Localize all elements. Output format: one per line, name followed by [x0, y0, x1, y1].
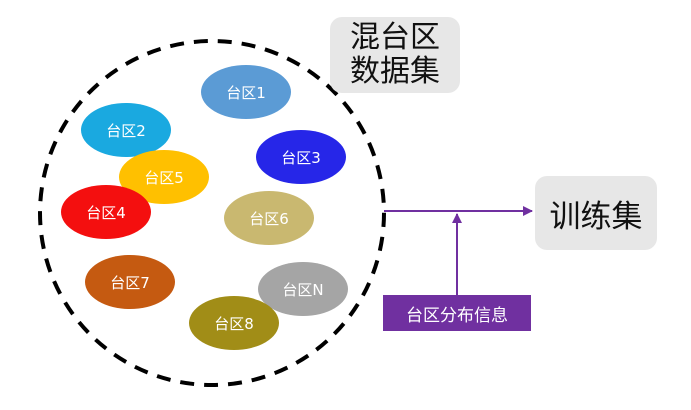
- zone-ellipse: [258, 262, 348, 316]
- zone-1: 台区1: [201, 65, 291, 119]
- zone-label: 台区1: [226, 84, 266, 102]
- zone-label: 台区6: [249, 210, 289, 228]
- zone-label: 台区8: [214, 315, 254, 333]
- zone-5: 台区5: [119, 150, 209, 204]
- zone-label: 台区4: [86, 204, 126, 222]
- zone-ellipse: [81, 103, 171, 157]
- distribution-info-box: 台区分布信息: [383, 295, 531, 331]
- zone-ellipse: [85, 255, 175, 309]
- zone-ellipse: [201, 65, 291, 119]
- zone-4: 台区4: [61, 185, 151, 239]
- zone-8: 台区8: [189, 296, 279, 350]
- dataset-label-line1: 混台区: [350, 20, 440, 55]
- dataset-label-line2: 数据集: [350, 54, 440, 89]
- zone-2: 台区2: [81, 103, 171, 157]
- zone-label: 台区5: [144, 169, 184, 187]
- zone-ellipse: [189, 296, 279, 350]
- zone-n: 台区N: [258, 262, 348, 316]
- zone-ellipse: [119, 150, 209, 204]
- zone-label: 台区7: [110, 274, 150, 292]
- zone-label: 台区3: [281, 149, 321, 167]
- zone-label: 台区2: [106, 122, 146, 140]
- dataset-boundary-circle: [38, 39, 386, 387]
- zone-ellipse: [256, 130, 346, 184]
- zone-ellipse: [61, 185, 151, 239]
- zone-ellipse: [224, 191, 314, 245]
- zone-7: 台区7: [85, 255, 175, 309]
- zone-6: 台区6: [224, 191, 314, 245]
- training-set-box: 训练集: [535, 176, 657, 250]
- zone-label: 台区N: [282, 281, 323, 299]
- mixed-dataset-box: 混台区 数据集: [330, 17, 460, 93]
- zone-3: 台区3: [256, 130, 346, 184]
